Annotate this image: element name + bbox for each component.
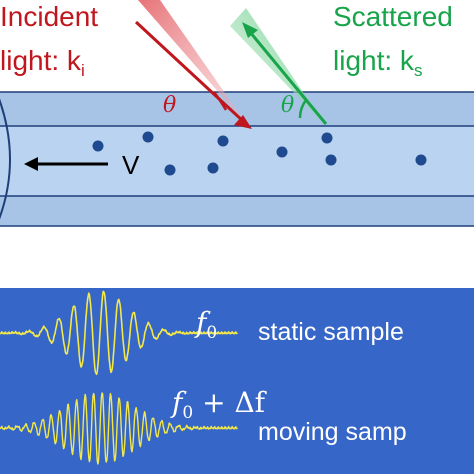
- incident-label-line1: Incident: [0, 1, 98, 32]
- scattered-label-line2: light: ks: [333, 45, 422, 80]
- particles: [92, 131, 427, 176]
- static-waveform: [0, 290, 238, 376]
- scattered-angle-symbol: θ: [281, 93, 294, 118]
- particle: [276, 146, 288, 158]
- static-caption: static sample: [258, 318, 404, 346]
- moving-caption: moving samp: [258, 418, 407, 446]
- tube-lumen: [0, 125, 474, 197]
- particle: [325, 154, 337, 166]
- incident-label: Incident light: ki: [0, 1, 98, 80]
- incident-arrow-head: [234, 115, 252, 129]
- scattered-label-line1: Scattered: [333, 1, 453, 32]
- scattered-angle-arc: [298, 99, 308, 119]
- incident-arrow-line: [134, 20, 246, 124]
- particle: [92, 140, 104, 152]
- moving-waveform: [0, 392, 238, 465]
- velocity-label: V: [122, 150, 140, 180]
- particle: [164, 164, 176, 176]
- incident-angle-arc: [212, 91, 228, 111]
- incident-beam: [134, 0, 252, 129]
- scattered-arrow-head: [242, 22, 258, 38]
- velocity-arrow: [24, 157, 108, 171]
- scattered-label: Scattered light: ks: [333, 1, 453, 80]
- particle: [142, 131, 154, 143]
- incident-label-line2: light: ki: [0, 45, 85, 80]
- scattered-beam: [230, 8, 328, 126]
- particle: [415, 154, 427, 166]
- scattered-arrow-line: [248, 31, 328, 125]
- particle: [321, 132, 333, 144]
- signal-panel: f0 static sample f0 + Δf moving samp: [0, 288, 474, 474]
- incident-angle-symbol: θ: [163, 93, 176, 118]
- particle: [217, 135, 229, 147]
- tube-end-ellipse: [0, 98, 11, 220]
- particle: [207, 162, 219, 174]
- incident-cone: [138, 0, 248, 126]
